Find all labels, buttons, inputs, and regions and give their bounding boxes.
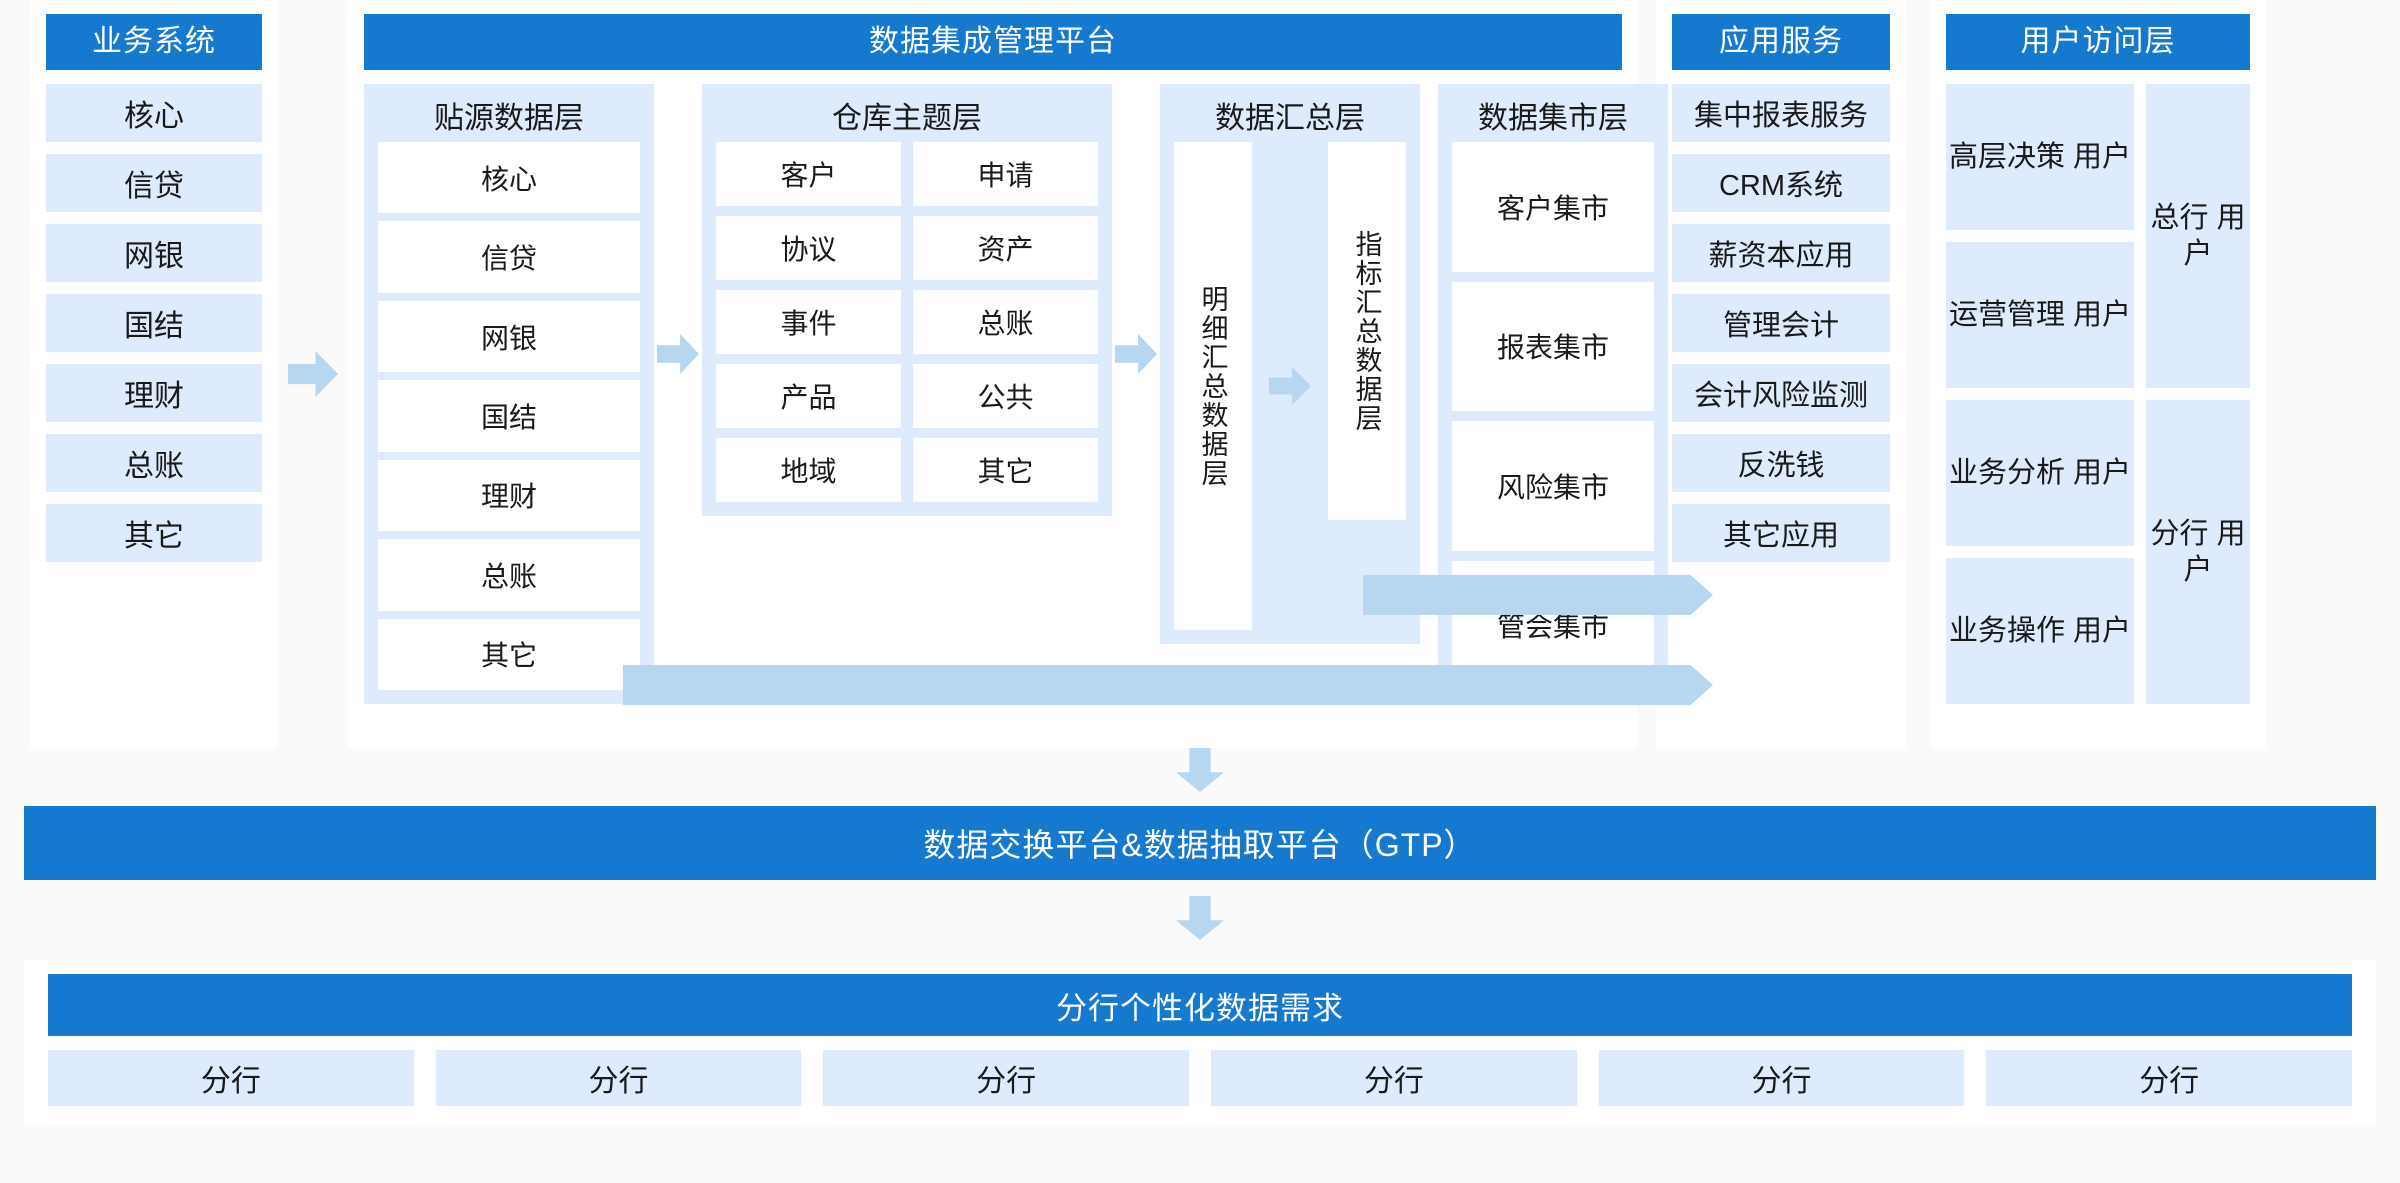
warehouse-layer-title: 仓库主题层 [832, 102, 982, 135]
business-system-item[interactable]: 总账 [46, 434, 262, 492]
source-layer-item[interactable]: 核心 [378, 142, 640, 214]
arrow-right-icon [288, 351, 338, 397]
app-service-panel: 应用服务 集中报表服务 CRM系统 薪资本应用 管理会计 会计风险监测 反洗钱 … [1656, 0, 1906, 748]
business-system-item[interactable]: 理财 [46, 364, 262, 422]
mart-layer-title: 数据集市层 [1478, 102, 1628, 135]
mart-layer-item[interactable]: 风险集市 [1452, 421, 1654, 551]
source-layer-item[interactable]: 信贷 [378, 221, 640, 293]
business-system-item[interactable]: 网银 [46, 224, 262, 282]
flow-arrow-to-branch-container [0, 896, 2400, 940]
platform-panel: 数据集成管理平台 贴源数据层 核心 信贷 网银 国结 理财 总账 其它 [348, 0, 1638, 748]
branch-item[interactable]: 分行 [1986, 1050, 2353, 1106]
arrow-right-icon [657, 334, 699, 374]
arrow-right-icon [1269, 367, 1311, 405]
flow-arrow-to-gtp-container [0, 748, 2400, 792]
app-service-item[interactable]: 集中报表服务 [1672, 84, 1890, 142]
app-service-list: 集中报表服务 CRM系统 薪资本应用 管理会计 会计风险监测 反洗钱 其它应用 [1672, 84, 1890, 562]
flow-arrow-warehouse-to-mart-long [623, 665, 1713, 705]
business-system-item[interactable]: 核心 [46, 84, 262, 142]
index-summary-data-layer-box[interactable]: 指标汇总数据层 [1328, 142, 1406, 520]
business-system-item[interactable]: 国结 [46, 294, 262, 352]
user-access-panel: 用户访问层 高层决策 用户 运营管理 用户 业务分析 用户 业务操作 用户 总行… [1930, 0, 2266, 748]
branch-item[interactable]: 分行 [1211, 1050, 1577, 1106]
user-role-list: 高层决策 用户 运营管理 用户 业务分析 用户 业务操作 用户 [1946, 84, 2134, 704]
warehouse-layer-item[interactable]: 客户 [716, 142, 901, 206]
top-row: 业务系统 核心 信贷 网银 国结 理财 总账 其它 数据集成管理平台 贴源数据层 [30, 0, 2266, 748]
business-system-item[interactable]: 其它 [46, 504, 262, 562]
source-layer-item[interactable]: 总账 [378, 539, 640, 611]
flow-arrow-warehouse-to-summary-container [1112, 334, 1160, 374]
user-access-header: 用户访问层 [1946, 14, 2250, 70]
user-scope-item[interactable]: 总行 用户 [2146, 84, 2250, 388]
app-service-item[interactable]: 会计风险监测 [1672, 364, 1890, 422]
source-layer-group: 贴源数据层 核心 信贷 网银 国结 理财 总账 其它 [364, 84, 654, 704]
warehouse-layer-item[interactable]: 申请 [913, 142, 1098, 206]
warehouse-layer-item[interactable]: 公共 [913, 364, 1098, 428]
arrow-down-icon [1176, 896, 1224, 940]
detail-summary-data-layer-box[interactable]: 明细汇总数据层 [1174, 142, 1252, 630]
user-role-item[interactable]: 运营管理 用户 [1946, 242, 2134, 388]
warehouse-layer-item[interactable]: 协议 [716, 216, 901, 280]
branch-item[interactable]: 分行 [435, 1050, 802, 1106]
warehouse-layer-item[interactable]: 其它 [913, 438, 1098, 502]
warehouse-layer-grid: 客户 申请 协议 资产 事件 总账 产品 公共 地域 其它 [716, 142, 1098, 502]
summary-layer-inner: 明细汇总数据层 指标汇总数据层 [1174, 142, 1406, 630]
business-system-header: 业务系统 [46, 14, 262, 70]
warehouse-layer-item[interactable]: 地域 [716, 438, 901, 502]
warehouse-layer-item[interactable]: 事件 [716, 290, 901, 354]
arrow-down-icon [1176, 748, 1224, 792]
source-layer-item[interactable]: 网银 [378, 300, 640, 373]
source-layer-title: 贴源数据层 [434, 102, 584, 135]
app-service-item[interactable]: 薪资本应用 [1672, 224, 1890, 282]
flow-arrow-summary-to-mart-long [1363, 575, 1713, 615]
business-system-list: 核心 信贷 网银 国结 理财 总账 其它 [46, 84, 262, 562]
business-system-item[interactable]: 信贷 [46, 154, 262, 212]
summary-layer-title: 数据汇总层 [1215, 102, 1365, 135]
branch-section-panel: 分行个性化数据需求 分行 分行 分行 分行 分行 分行 [24, 960, 2376, 1125]
warehouse-layer-item[interactable]: 总账 [913, 290, 1098, 354]
platform-header: 数据集成管理平台 [364, 14, 1622, 70]
arrow-right-icon [1115, 334, 1157, 374]
branch-item[interactable]: 分行 [823, 1050, 1190, 1106]
user-role-item[interactable]: 高层决策 用户 [1946, 84, 2134, 230]
branch-list: 分行 分行 分行 分行 分行 分行 [48, 1050, 2353, 1106]
source-layer-item[interactable]: 国结 [378, 380, 640, 452]
mart-layer-item[interactable]: 客户集市 [1452, 142, 1654, 272]
branch-item[interactable]: 分行 [48, 1050, 414, 1106]
user-access-body: 高层决策 用户 运营管理 用户 业务分析 用户 业务操作 用户 总行 用户 分行… [1946, 84, 2250, 704]
app-service-item[interactable]: 管理会计 [1672, 294, 1890, 352]
warehouse-layer-item[interactable]: 产品 [716, 364, 901, 428]
flow-arrow-detail-to-index-container [1252, 142, 1328, 630]
flow-arrow-biz-to-platform-container [278, 0, 348, 748]
user-role-item[interactable]: 业务操作 用户 [1946, 558, 2134, 704]
branch-section-title: 分行个性化数据需求 [48, 974, 2352, 1036]
app-service-item[interactable]: 其它应用 [1672, 504, 1890, 562]
app-service-item[interactable]: 反洗钱 [1672, 434, 1890, 492]
source-layer-item[interactable]: 其它 [378, 618, 640, 690]
business-system-panel: 业务系统 核心 信贷 网银 国结 理财 总账 其它 [30, 0, 278, 748]
source-layer-item[interactable]: 理财 [378, 459, 640, 532]
warehouse-layer-item[interactable]: 资产 [913, 216, 1098, 280]
branch-item[interactable]: 分行 [1598, 1050, 1965, 1106]
user-scope-list: 总行 用户 分行 用户 [2146, 84, 2250, 704]
user-role-item[interactable]: 业务分析 用户 [1946, 400, 2134, 546]
mart-layer-item[interactable]: 报表集市 [1452, 281, 1654, 411]
source-layer-list: 核心 信贷 网银 国结 理财 总账 其它 [378, 142, 640, 690]
platform-body: 贴源数据层 核心 信贷 网银 国结 理财 总账 其它 [364, 84, 1668, 724]
gtp-bar: 数据交换平台&数据抽取平台（GTP） [24, 806, 2376, 880]
app-service-item[interactable]: CRM系统 [1672, 154, 1890, 212]
summary-layer-group: 数据汇总层 明细汇总数据层 指标汇总数据层 [1160, 84, 1420, 644]
flow-arrow-source-to-warehouse-container [654, 334, 702, 374]
warehouse-layer-group: 仓库主题层 客户 申请 协议 资产 事件 总账 产品 公共 地域 其它 [702, 84, 1112, 516]
user-scope-item[interactable]: 分行 用户 [2146, 400, 2250, 704]
app-service-header: 应用服务 [1672, 14, 1890, 70]
